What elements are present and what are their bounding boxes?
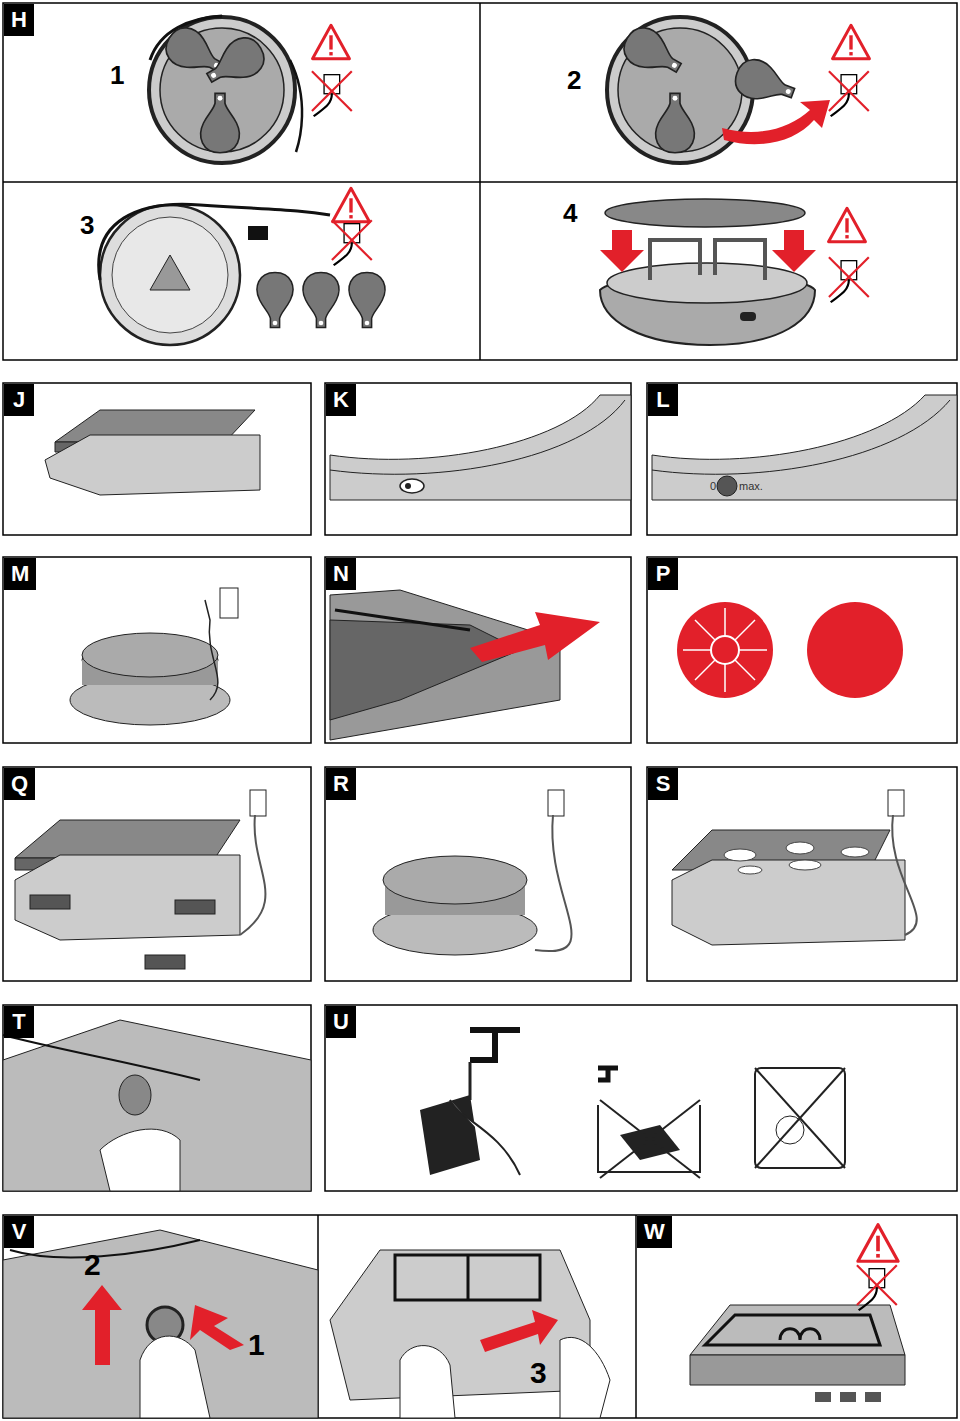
- panel-letter: S: [648, 768, 678, 800]
- panel-letter: V: [4, 1216, 34, 1248]
- panel-letter: T: [4, 1006, 34, 1038]
- step-number: 4: [563, 200, 577, 226]
- dial-mark: max.: [739, 481, 763, 492]
- panel-letter: W: [637, 1216, 672, 1248]
- step-number: 3: [80, 212, 94, 238]
- step-number: 1: [248, 1330, 265, 1360]
- panel-letter: L: [648, 384, 678, 416]
- step-number: 3: [530, 1358, 547, 1388]
- dial-mark: 0: [710, 481, 716, 492]
- step-number: 2: [567, 67, 581, 93]
- panel-letter: U: [326, 1006, 356, 1038]
- panel-letter: H: [4, 4, 34, 36]
- panel-letter: R: [326, 768, 356, 800]
- step-number: 1: [110, 62, 124, 88]
- panel-letter: N: [326, 558, 356, 590]
- panel-letter: K: [326, 384, 356, 416]
- panel-letter: M: [4, 558, 36, 590]
- step-number: 2: [84, 1250, 101, 1280]
- panel-letter: Q: [4, 768, 35, 800]
- panel-letter: P: [648, 558, 678, 590]
- panel-letter: J: [4, 384, 34, 416]
